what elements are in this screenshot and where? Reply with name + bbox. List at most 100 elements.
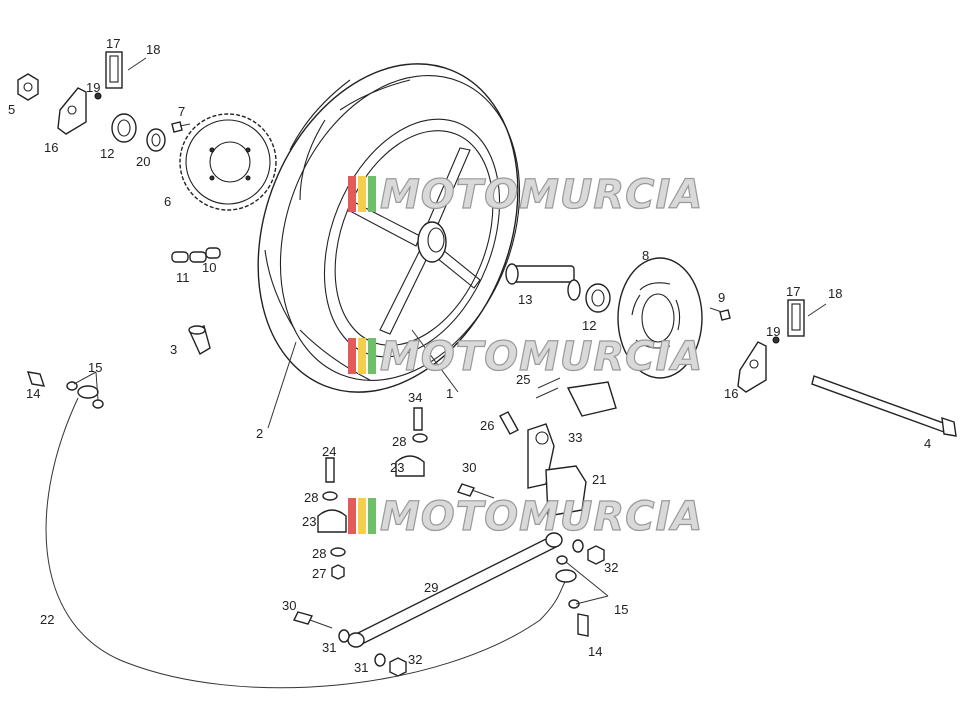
- label-17-right: 17: [786, 284, 800, 299]
- watermark-stripe: [348, 338, 356, 374]
- sprocket-bolt-hole: [209, 147, 215, 153]
- washer-31c: [572, 539, 584, 553]
- torque-arm: [347, 532, 563, 648]
- plate-slot: [791, 303, 801, 331]
- label-21: 21: [592, 472, 606, 487]
- brake-hose: [26, 371, 589, 689]
- bolt-30b: [457, 483, 475, 497]
- bolt-24: [325, 457, 335, 483]
- label-17-left: 17: [106, 36, 120, 51]
- bolt-7-shank: [179, 123, 191, 127]
- label-7: 7: [178, 104, 185, 119]
- watermark-text: MOTOMURCIA: [380, 494, 703, 540]
- washer-15c: [556, 555, 568, 565]
- label-16-right: 16: [724, 386, 738, 401]
- disc-center: [641, 293, 675, 343]
- spacer-body: [511, 265, 575, 283]
- washer-28b: [322, 491, 338, 501]
- label-19-left: 19: [86, 80, 100, 95]
- label-9: 9: [718, 290, 725, 305]
- label-27: 27: [312, 566, 326, 581]
- clamp-23a: [395, 455, 425, 477]
- caliper-body: [545, 465, 587, 517]
- label-28-c: 28: [312, 546, 326, 561]
- label-24: 24: [322, 444, 336, 459]
- label-3: 3: [170, 342, 177, 357]
- washer-31: [338, 629, 350, 643]
- tread-groove: [289, 79, 351, 151]
- label-16-left: 16: [44, 140, 58, 155]
- washer-19-right: [772, 336, 780, 344]
- washer-19: [94, 92, 102, 100]
- chain-link: [171, 247, 221, 263]
- tyre-outer: [257, 63, 519, 393]
- label-22: 22: [40, 612, 54, 627]
- label-19-right: 19: [766, 324, 780, 339]
- seal-ring: [146, 128, 166, 152]
- axle-shaft: [811, 375, 947, 433]
- label-20: 20: [136, 154, 150, 169]
- adjuster-bolt-right: [807, 303, 827, 317]
- label-10: 10: [202, 260, 216, 275]
- bleed-screw: [499, 411, 519, 435]
- bolt-30: [292, 611, 314, 625]
- tread-groove: [299, 329, 371, 381]
- leader-lines: [73, 329, 609, 605]
- watermark-stripe: [358, 176, 366, 212]
- banjo-bolt-14b: [577, 613, 589, 637]
- fastener-set: [292, 483, 605, 677]
- disc-slots: [631, 282, 681, 349]
- bearing-right: [585, 283, 611, 313]
- watermark-top: MOTOMURCIA: [348, 171, 703, 219]
- banjo-fitting-lower: [555, 569, 577, 583]
- label-23-lower: 23: [302, 514, 316, 529]
- plate-slot: [109, 55, 119, 83]
- label-1: 1: [446, 386, 453, 401]
- banjo-bolt-14: [26, 371, 46, 387]
- tread-groove: [264, 249, 296, 331]
- seal-bore: [151, 133, 161, 147]
- label-2: 2: [256, 426, 263, 441]
- sprocket-teeth: [179, 113, 277, 211]
- label-11: 11: [176, 270, 190, 285]
- seal-20: [146, 128, 166, 152]
- axle-nut: [17, 73, 39, 101]
- label-23-upper: 23: [390, 460, 404, 475]
- label-15-top: 15: [88, 360, 102, 375]
- spacer-end: [567, 279, 581, 301]
- clamp-set: [317, 407, 428, 580]
- brake-caliper: [499, 377, 617, 517]
- watermark-stripe: [348, 176, 356, 212]
- label-12-left: 12: [100, 146, 114, 161]
- bearing-left: [111, 113, 137, 143]
- bolt-9: [719, 309, 731, 321]
- tread-groove: [339, 79, 411, 111]
- adjuster-plate-right: [787, 299, 805, 337]
- sprocket-bolt-hole: [245, 175, 251, 181]
- watermark-stripe: [358, 498, 366, 534]
- label-14-bottom: 14: [588, 644, 602, 659]
- hub-bore: [427, 227, 445, 253]
- label-29: 29: [424, 580, 438, 595]
- link-plate: [171, 251, 189, 263]
- label-13: 13: [518, 292, 532, 307]
- label-18-right: 18: [828, 286, 842, 301]
- label-34: 34: [408, 390, 422, 405]
- brake-pads: [566, 381, 617, 417]
- adjuster-hole: [67, 105, 77, 115]
- link-plate: [189, 251, 207, 263]
- link-clip: [205, 247, 221, 259]
- tyre-inner-edge: [279, 75, 521, 381]
- adjuster-plate: [105, 51, 123, 89]
- chain-adjuster: [57, 87, 87, 135]
- nut-hole: [23, 82, 33, 92]
- nut-27: [331, 564, 345, 580]
- bearing-bore: [117, 119, 131, 137]
- label-6: 6: [164, 194, 171, 209]
- sprocket-bolt-hole: [245, 147, 251, 153]
- label-25: 25: [516, 372, 530, 387]
- brake-disc: [617, 257, 703, 379]
- label-4: 4: [924, 436, 931, 451]
- washer-15b: [92, 399, 104, 409]
